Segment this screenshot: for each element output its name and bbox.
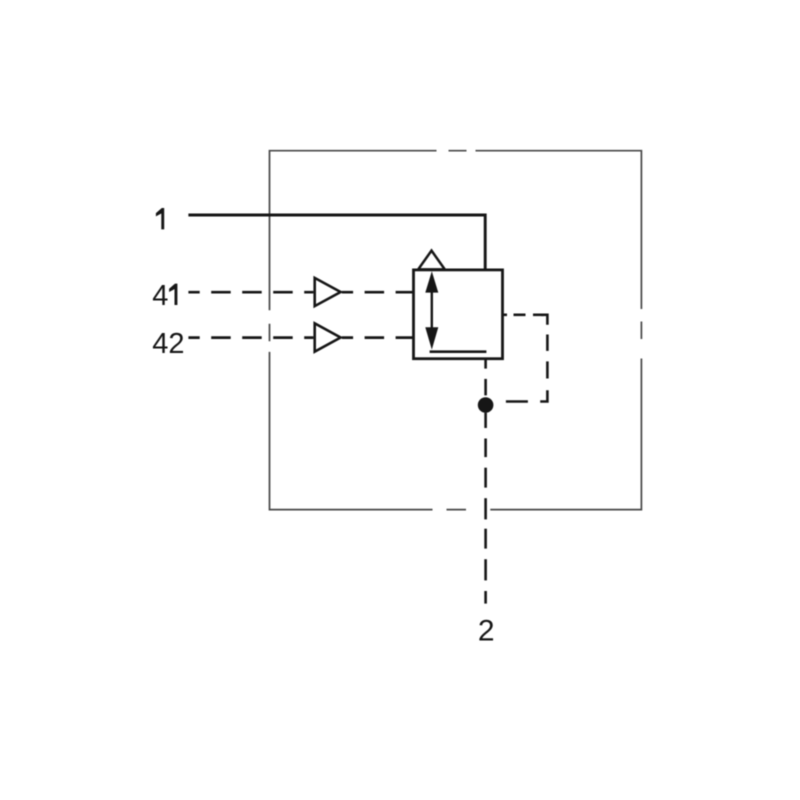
svg-text:42: 42	[152, 328, 184, 360]
svg-text:4: 4	[152, 280, 168, 312]
svg-text:2: 2	[478, 614, 495, 647]
